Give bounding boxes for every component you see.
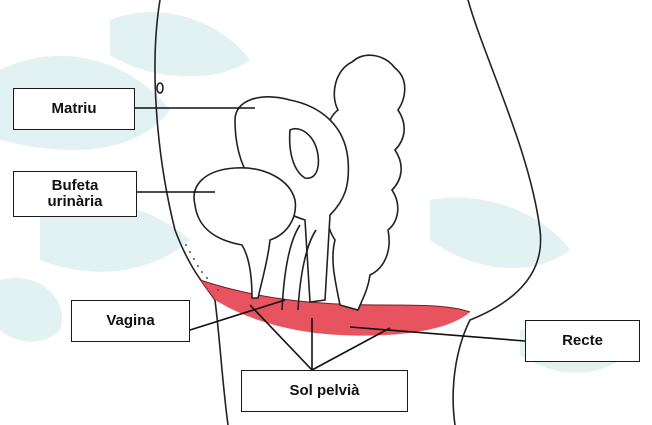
label-vagina-text: Vagina bbox=[106, 313, 154, 329]
label-pelvic-floor-text: Sol pelvià bbox=[289, 383, 359, 399]
label-rectum: Recte bbox=[525, 320, 640, 362]
label-rectum-text: Recte bbox=[562, 333, 603, 349]
label-uterus: Matriu bbox=[13, 88, 135, 130]
label-bladder: Bufeta urinària bbox=[13, 171, 137, 217]
label-bladder-text-line2: urinària bbox=[47, 194, 102, 210]
pelvic-floor-muscle bbox=[200, 280, 470, 336]
label-bladder-text-line1: Bufeta bbox=[52, 178, 99, 194]
label-pelvic-floor: Sol pelvià bbox=[241, 370, 408, 412]
bladder-organ bbox=[194, 168, 295, 298]
label-uterus-text: Matriu bbox=[52, 101, 97, 117]
label-vagina: Vagina bbox=[71, 300, 190, 342]
